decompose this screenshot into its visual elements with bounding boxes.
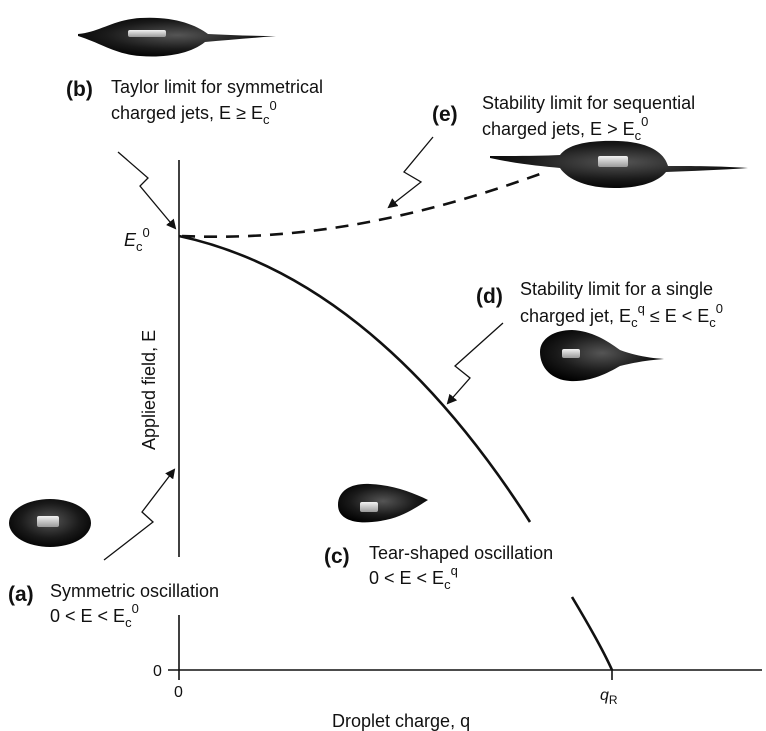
label-b-tag: (b): [66, 78, 93, 101]
x-axis-label: Droplet charge, q: [332, 711, 470, 731]
label-e-line1: Stability limit for sequential: [482, 93, 695, 113]
label-a-tag: (a): [8, 583, 34, 606]
y-critical-tick: Ec0: [124, 225, 150, 254]
solid-stability-curve-lower: [570, 596, 614, 671]
label-b-line2: charged jets, E ≥ Ec0: [111, 98, 277, 127]
arrow-d: [446, 322, 504, 405]
droplet-e-image: [490, 140, 748, 188]
solid-stability-curve: [178, 234, 532, 523]
arrow-b: [117, 151, 177, 230]
droplet-d-image: [540, 330, 664, 382]
dashed-sequential-curve: [181, 172, 541, 238]
arrow-a: [103, 468, 176, 561]
x-end-tick: qR: [600, 687, 618, 707]
label-c-line1: Tear-shaped oscillation: [369, 543, 553, 563]
x-origin-tick: 0: [174, 684, 183, 701]
y-axis-label: Applied field, E: [139, 330, 159, 450]
label-e-tag: (e): [432, 103, 458, 126]
label-c-tag: (c): [324, 545, 350, 568]
label-c-line2: 0 < E < Ecq: [369, 563, 458, 592]
label-a-line2: 0 < E < Ec0: [50, 601, 139, 630]
droplet-c-image: [338, 483, 428, 523]
label-d-tag: (d): [476, 285, 503, 308]
label-d-line1: Stability limit for a single: [520, 279, 713, 299]
label-d-line2: charged jet, Ecq ≤ E < Ec0: [520, 301, 723, 330]
label-e-line2: charged jets, E > Ec0: [482, 114, 648, 143]
label-b-line1: Taylor limit for symmetrical: [111, 77, 323, 97]
y-origin-tick: 0: [153, 663, 162, 680]
droplet-a-image: [9, 499, 91, 547]
arrow-e: [387, 136, 434, 209]
label-a-line1: Symmetric oscillation: [50, 581, 219, 601]
droplet-b-image: [78, 17, 276, 57]
